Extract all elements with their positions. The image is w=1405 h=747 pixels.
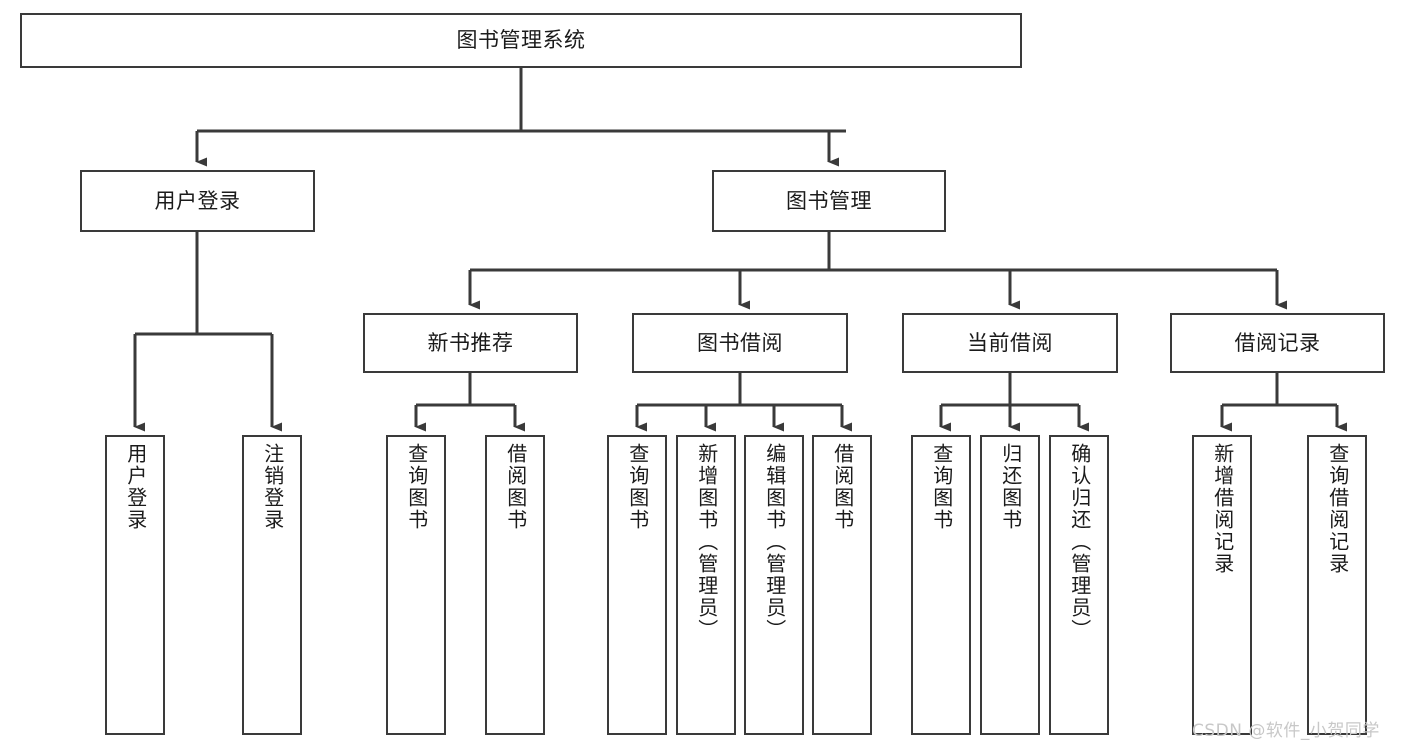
node-user-login[interactable]: 用户登录 — [80, 170, 315, 232]
node-label: 查询借阅记录 — [1325, 443, 1350, 575]
node-label: 确认归还（管理员） — [1067, 443, 1092, 641]
leaf-borrow-borrow-book[interactable]: 借阅图书 — [812, 435, 872, 735]
node-label: 新增图书（管理员） — [694, 443, 719, 641]
node-label: 新书推荐 — [427, 330, 514, 355]
node-label: 新增借阅记录 — [1210, 443, 1235, 575]
node-root-library-system[interactable]: 图书管理系统 — [20, 13, 1022, 68]
node-label: 用户登录 — [123, 443, 148, 531]
node-label: 查询图书 — [929, 443, 954, 531]
node-label: 借阅记录 — [1234, 330, 1321, 355]
leaf-borrow-add-book-admin[interactable]: 新增图书（管理员） — [676, 435, 736, 735]
leaf-borrow-edit-book-admin[interactable]: 编辑图书（管理员） — [744, 435, 804, 735]
csdn-watermark: CSDN @软件_小贺同学 — [1192, 721, 1380, 741]
node-new-book-recommend[interactable]: 新书推荐 — [363, 313, 578, 373]
node-label: 归还图书 — [998, 443, 1023, 531]
node-label: 查询图书 — [625, 443, 650, 531]
leaf-records-query-record[interactable]: 查询借阅记录 — [1307, 435, 1367, 735]
node-label: 图书管理 — [786, 188, 872, 213]
leaf-borrow-query-book[interactable]: 查询图书 — [607, 435, 667, 735]
node-current-borrow[interactable]: 当前借阅 — [902, 313, 1118, 373]
node-label: 编辑图书（管理员） — [762, 443, 787, 641]
node-label: 图书管理系统 — [456, 28, 586, 53]
leaf-recommend-query-book[interactable]: 查询图书 — [386, 435, 446, 735]
node-label: 用户登录 — [154, 188, 241, 213]
node-label: 借阅图书 — [830, 443, 855, 531]
leaf-user-login-signin[interactable]: 用户登录 — [105, 435, 165, 735]
node-label: 图书借阅 — [697, 330, 783, 355]
node-borrow-records[interactable]: 借阅记录 — [1170, 313, 1385, 373]
leaf-records-add-record[interactable]: 新增借阅记录 — [1192, 435, 1252, 735]
leaf-current-return-book[interactable]: 归还图书 — [980, 435, 1040, 735]
leaf-user-login-signout[interactable]: 注销登录 — [242, 435, 302, 735]
leaf-current-confirm-return-admin[interactable]: 确认归还（管理员） — [1049, 435, 1109, 735]
node-label: 查询图书 — [404, 443, 429, 531]
leaf-current-query-book[interactable]: 查询图书 — [911, 435, 971, 735]
node-label: 注销登录 — [260, 443, 285, 531]
node-label: 借阅图书 — [503, 443, 528, 531]
node-label: 当前借阅 — [967, 330, 1053, 355]
node-book-borrow[interactable]: 图书借阅 — [632, 313, 848, 373]
leaf-recommend-borrow-book[interactable]: 借阅图书 — [485, 435, 545, 735]
node-book-management[interactable]: 图书管理 — [712, 170, 946, 232]
